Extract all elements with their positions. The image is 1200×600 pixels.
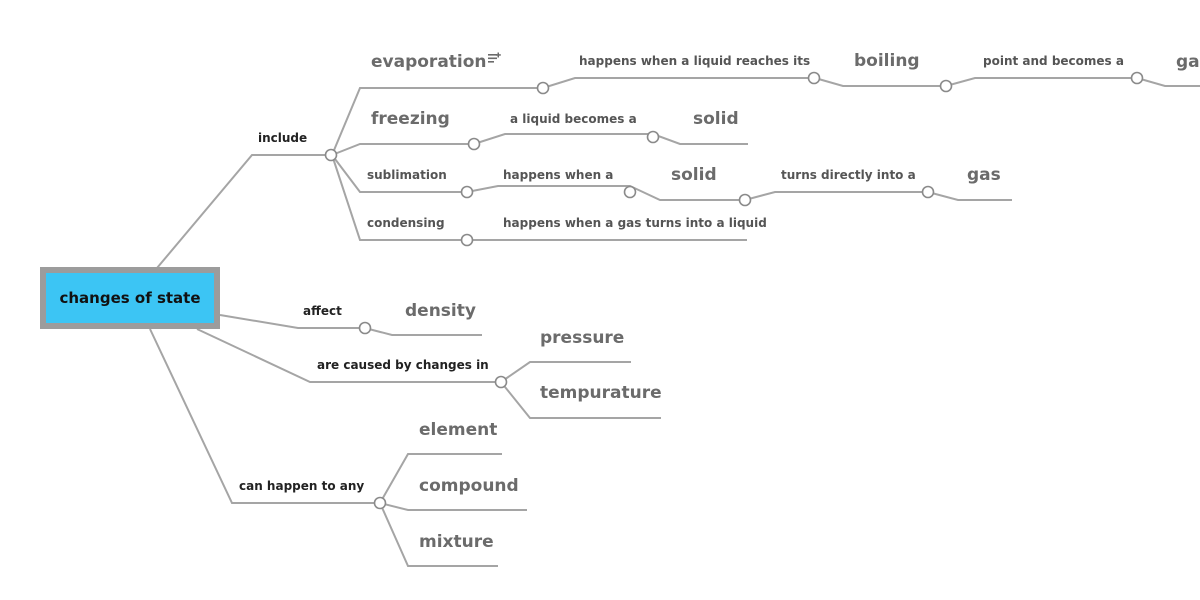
- knot-boiling[interactable]: [939, 79, 953, 93]
- connectors: [149, 77, 1200, 567]
- line-root-caused: [196, 328, 501, 383]
- link-phrases: include happens when a liquid reaches it…: [239, 54, 1124, 493]
- concepts: evaporation boiling gas freezing solid s…: [367, 51, 1200, 552]
- concept-boiling[interactable]: boiling: [854, 51, 920, 71]
- line-happen-element: [379, 453, 502, 504]
- line-evap-boiling: [814, 77, 1200, 87]
- knot-include[interactable]: [324, 148, 338, 162]
- line-include-condensing: [331, 154, 747, 241]
- concept-pressure[interactable]: pressure: [540, 328, 624, 348]
- line-include-sublimation: [331, 154, 1012, 201]
- link-affect[interactable]: affect: [303, 304, 342, 318]
- concept-solid-freeze[interactable]: solid: [693, 109, 739, 129]
- line-include-freezing: [331, 133, 748, 156]
- knot-caused[interactable]: [494, 375, 508, 389]
- root-concept-label: changes of state: [46, 273, 214, 323]
- concept-gas-top[interactable]: gas: [1176, 52, 1200, 72]
- link-can-happen[interactable]: can happen to any: [239, 479, 364, 493]
- link-include[interactable]: include: [258, 131, 307, 145]
- knot-evap-link[interactable]: [807, 71, 821, 85]
- concept-tempurature[interactable]: tempurature: [540, 383, 662, 403]
- link-evaporation[interactable]: happens when a liquid reaches its: [579, 54, 810, 68]
- notes-icon[interactable]: [488, 52, 501, 63]
- knot-subl-link1[interactable]: [623, 185, 637, 199]
- line-happen-compound: [379, 502, 527, 511]
- knot-freezing-link[interactable]: [646, 130, 660, 144]
- knot-subl-link2[interactable]: [921, 185, 935, 199]
- line-happen-mixture: [379, 502, 498, 567]
- knot-condensing[interactable]: [460, 233, 474, 247]
- line-root-happen: [149, 328, 380, 504]
- concept-density[interactable]: density: [405, 301, 476, 321]
- knot-affect[interactable]: [358, 321, 372, 335]
- link-boiling[interactable]: point and becomes a: [983, 54, 1124, 68]
- line-caused-tempurature: [500, 381, 661, 419]
- line-root-include: [156, 154, 330, 269]
- concept-evaporation[interactable]: evaporation: [371, 52, 487, 72]
- link-caused-by[interactable]: are caused by changes in: [317, 358, 489, 372]
- knot-happen[interactable]: [373, 496, 387, 510]
- link-sublimation-2[interactable]: turns directly into a: [781, 168, 916, 182]
- knot-solid-subl[interactable]: [738, 193, 752, 207]
- knot-freezing[interactable]: [467, 137, 481, 151]
- concept-solid-subl[interactable]: solid: [671, 165, 717, 185]
- line-caused-pressure: [500, 361, 631, 383]
- concept-freezing[interactable]: freezing: [371, 109, 450, 129]
- concept-element[interactable]: element: [419, 420, 497, 440]
- concept-sublimation[interactable]: sublimation: [367, 168, 447, 182]
- concept-condensing[interactable]: condensing: [367, 216, 445, 230]
- link-freezing[interactable]: a liquid becomes a: [510, 112, 637, 126]
- link-condensing[interactable]: happens when a gas turns into a liquid: [503, 216, 767, 230]
- knot-boiling-link[interactable]: [1130, 71, 1144, 85]
- root-concept[interactable]: changes of state: [40, 267, 220, 329]
- knots: [324, 71, 1144, 510]
- link-sublimation-1[interactable]: happens when a: [503, 168, 613, 182]
- concept-compound[interactable]: compound: [419, 476, 519, 496]
- concept-gas-subl[interactable]: gas: [967, 165, 1001, 185]
- knot-sublimation[interactable]: [460, 185, 474, 199]
- concept-mixture[interactable]: mixture: [419, 532, 494, 552]
- knot-evaporation[interactable]: [536, 81, 550, 95]
